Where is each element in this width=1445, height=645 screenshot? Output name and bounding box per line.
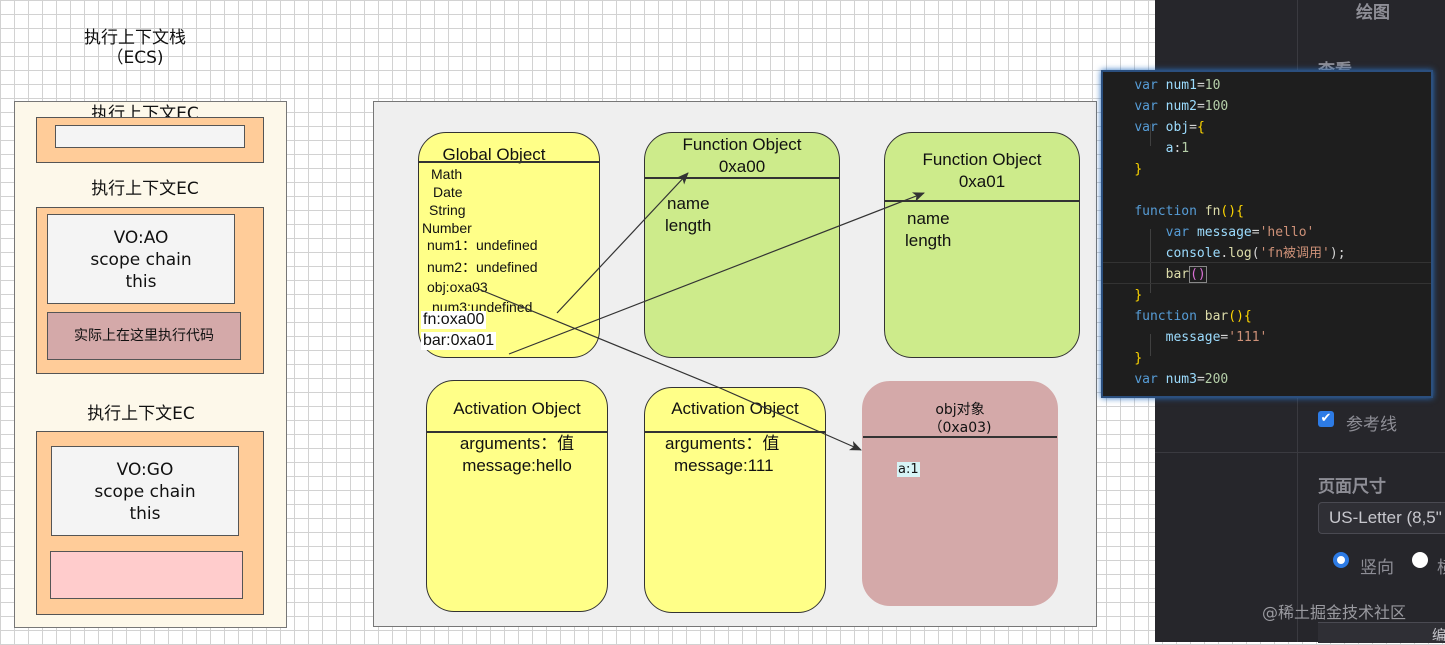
- fo2-title: Function Object: [922, 150, 1042, 169]
- code-line-9: console.log('fn被调用');: [1165, 246, 1346, 261]
- code-line-1: var num1=10: [1134, 78, 1221, 93]
- bottom-button-label: 编: [1432, 628, 1445, 644]
- indent-guide-2: [1150, 229, 1151, 293]
- fo2-address: 0xa01: [958, 172, 1006, 191]
- code-line-3: var obj={: [1134, 120, 1205, 135]
- code-line-13: message='111': [1165, 330, 1268, 345]
- go-item-string: String: [429, 202, 466, 218]
- obj-header: obj对象 （0xa03): [863, 401, 1057, 437]
- code-line-15: var num3=200: [1134, 372, 1229, 387]
- activation-object-1-box[interactable]: Activation Object arguments：值 message:he…: [426, 380, 608, 612]
- global-ec-code-box[interactable]: [50, 551, 243, 599]
- arrow-fn-to-function-object-0xa00: [556, 172, 689, 314]
- vo-go-box[interactable]: VO:GO scope chain this: [51, 446, 239, 536]
- indent-guide-3: [1150, 334, 1151, 356]
- landscape-radio[interactable]: [1412, 552, 1428, 568]
- fo2-divider: [885, 200, 1079, 202]
- page-size-select[interactable]: US-Letter (8,5": [1318, 502, 1445, 534]
- global-object-divider: [419, 161, 599, 163]
- ao2-arguments: arguments：值: [665, 434, 780, 453]
- go-item-number: Number: [422, 220, 472, 236]
- go-item-num2: num2：undefined: [427, 259, 538, 275]
- fo1-name: name: [667, 194, 710, 213]
- page-size-label: 页面尺寸: [1318, 477, 1386, 497]
- go-item-date: Date: [433, 184, 463, 200]
- arrow-bar-to-function-object-0xa01: [508, 192, 925, 355]
- check-icon: ✔: [1320, 411, 1332, 426]
- fo1-length: length: [665, 216, 712, 235]
- code-line-2: var num2=100: [1134, 99, 1229, 114]
- ecs-title: 执行上下文栈 （ECS): [55, 28, 215, 68]
- scope-chain-text-1: scope chain: [90, 250, 192, 270]
- go-fn-pointer: fn:oxa00: [421, 311, 487, 329]
- obj-divider: [863, 436, 1057, 438]
- code-line-14: }: [1134, 351, 1143, 366]
- ao1-message: message:hello: [462, 456, 572, 475]
- exec-code-text: 实际上在这里执行代码: [74, 328, 214, 344]
- ecs-title-line1: 执行上下文栈: [84, 28, 186, 48]
- go-bar-pointer: bar:0xa01: [421, 332, 497, 350]
- obj-title: obj对象: [935, 402, 985, 418]
- portrait-radio[interactable]: [1333, 552, 1349, 568]
- ao2-message: message:111: [674, 456, 774, 475]
- go-item-obj: obj:oxa03: [427, 279, 488, 295]
- function-object-0xa00-box[interactable]: Function Object 0xa00 name length: [644, 132, 840, 358]
- fo1-header: Function Object 0xa00: [645, 134, 839, 178]
- this-text-2: this: [129, 504, 161, 524]
- fo2-header: Function Object 0xa01: [885, 149, 1079, 193]
- current-line-highlight: [1103, 262, 1431, 284]
- code-line-10: bar(): [1165, 266, 1207, 283]
- go-item-math: Math: [431, 166, 463, 182]
- obj-address: （0xa03): [928, 420, 992, 436]
- bottom-button[interactable]: 编: [1318, 622, 1445, 644]
- go-item-num1: num1：undefined: [427, 237, 538, 253]
- global-object-title: Global Object: [442, 145, 546, 164]
- ao1-title: Activation Object: [453, 399, 581, 418]
- fo1-address: 0xa00: [718, 157, 766, 176]
- obj-prop: a:1: [897, 462, 920, 477]
- ec-box-1-inner[interactable]: [55, 125, 245, 148]
- fo2-length: length: [905, 231, 952, 250]
- ao1-arguments: arguments：值: [459, 434, 575, 453]
- guides-label: 参考线: [1346, 415, 1397, 435]
- panel-separator: [1155, 452, 1445, 453]
- panel-heading-draw[interactable]: 绘图: [1356, 3, 1390, 23]
- code-line-11: }: [1134, 288, 1143, 303]
- portrait-label: 竖向: [1360, 558, 1394, 578]
- indent-guide-1: [1150, 124, 1151, 146]
- code-line-8: var message='hello': [1165, 225, 1315, 240]
- landscape-label: 横: [1437, 553, 1445, 578]
- obj-object-box[interactable]: obj对象 （0xa03) a:1: [862, 381, 1058, 606]
- ao1-divider: [427, 431, 607, 433]
- guides-checkbox[interactable]: ✔: [1318, 411, 1334, 427]
- fo2-name: name: [907, 209, 950, 228]
- vo-ao-text: VO:AO: [113, 228, 169, 248]
- code-line-5: }: [1134, 162, 1143, 177]
- vo-ao-box[interactable]: VO:AO scope chain this: [47, 214, 235, 304]
- ec-label-3: 执行上下文EC: [87, 404, 195, 424]
- page-size-value: US-Letter (8,5": [1329, 508, 1442, 527]
- function-object-0xa01-box[interactable]: Function Object 0xa01 name length: [884, 132, 1080, 358]
- watermark: @稀土掘金技术社区: [1262, 603, 1407, 622]
- this-text-1: this: [125, 272, 157, 292]
- arrows-layer: [475, 172, 925, 451]
- exec-code-box[interactable]: 实际上在这里执行代码: [47, 312, 241, 360]
- code-editor-overlay[interactable]: var num1=10 var num2=100 var obj={ a:1 }…: [1101, 70, 1433, 398]
- fo1-divider: [645, 177, 839, 179]
- arrow-obj-to-obj-object: [475, 287, 862, 451]
- ao1-body: arguments：值 message:hello: [427, 433, 607, 477]
- ecs-title-line2: （ECS): [106, 48, 164, 68]
- scope-chain-text-2: scope chain: [94, 482, 196, 502]
- ao2-divider: [645, 431, 825, 433]
- ao2-body: arguments：值 message:111: [665, 433, 825, 477]
- ec-label-2: 执行上下文EC: [91, 179, 199, 199]
- ao2-title: Activation Object: [671, 399, 799, 418]
- fo1-title: Function Object: [682, 135, 802, 154]
- code-line-4: a:1: [1165, 141, 1190, 156]
- activation-object-2-box[interactable]: Activation Object arguments：值 message:11…: [644, 387, 826, 613]
- vo-go-text: VO:GO: [116, 460, 174, 480]
- code-line-7: function fn(){: [1134, 204, 1244, 219]
- code-line-12: function bar(){: [1134, 309, 1252, 324]
